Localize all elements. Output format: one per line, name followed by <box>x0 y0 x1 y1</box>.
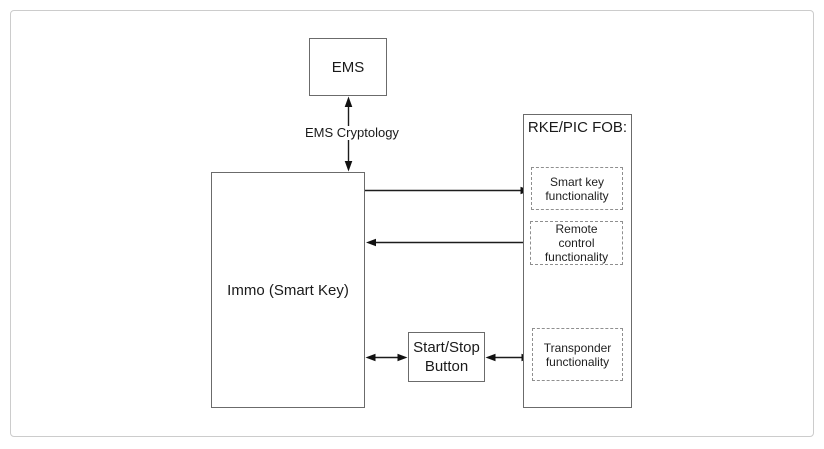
node-smart-key-functionality: Smart key functionality <box>531 167 623 210</box>
remote-control-functionality-label: Remote control functionality <box>544 222 609 264</box>
arrow-remotecontrol-immo <box>366 238 530 247</box>
label-ems-cryptology: EMS Cryptology <box>304 125 400 140</box>
node-ems: EMS <box>309 38 387 96</box>
transponder-functionality-label: Transponder functionality <box>543 340 612 369</box>
smart-key-functionality-label: Smart key functionality <box>545 174 609 203</box>
arrow-immo-smartkey <box>365 186 531 195</box>
arrow-immo-startstop <box>365 353 408 362</box>
node-transponder-functionality: Transponder functionality <box>532 328 623 381</box>
start-stop-button-label: Start/Stop Button <box>413 339 480 375</box>
node-remote-control-functionality: Remote control functionality <box>530 221 623 265</box>
rke-fob-title: RKE/PIC FOB: <box>527 119 628 136</box>
node-immo: Immo (Smart Key) <box>211 172 365 408</box>
node-start-stop-button: Start/Stop Button <box>408 332 485 382</box>
immo-label: Immo (Smart Key) <box>227 281 349 299</box>
ems-label: EMS <box>331 58 365 76</box>
